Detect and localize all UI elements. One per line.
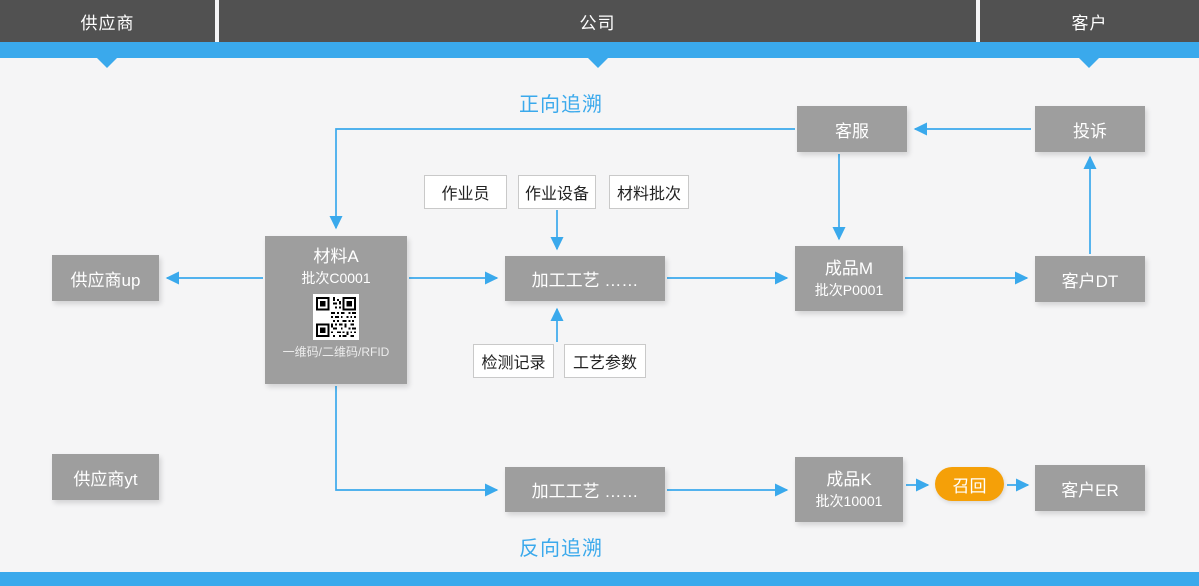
node-title: 成品K (826, 469, 872, 489)
caption-forward-trace: 正向追溯 (519, 94, 603, 116)
node-complaint[interactable]: 投诉 (1035, 106, 1145, 152)
node-label: 客户ER (1061, 480, 1119, 500)
header-segment-company[interactable]: 公司 (219, 0, 976, 42)
connector-lines (165, 122, 1097, 497)
node-label: 加工工艺 …… (531, 482, 639, 501)
node-customer-dt[interactable]: 客户DT (1035, 256, 1145, 302)
node-batch: 批次C0001 (301, 270, 371, 286)
node-label: 供应商yt (73, 469, 138, 489)
attr-equipment[interactable]: 作业设备 (518, 175, 596, 209)
node-customer-service[interactable]: 客服 (797, 106, 907, 152)
node-code-types: 一维码/二维码/RFID (282, 345, 390, 359)
footer-accent-bar (0, 572, 1199, 586)
node-label: 客户DT (1061, 271, 1119, 291)
pointer-triangle-company-icon (588, 58, 608, 68)
node-supplier-yt[interactable]: 供应商yt (52, 454, 159, 500)
node-process-bottom[interactable]: 加工工艺 …… (505, 467, 665, 512)
attr-label: 工艺参数 (572, 355, 637, 372)
attr-label: 材料批次 (616, 186, 681, 203)
node-label: 加工工艺 …… (531, 271, 639, 290)
node-title: 成品M (824, 258, 874, 278)
header-segment-label: 客户 (1071, 13, 1108, 33)
header-accent-bar (0, 42, 1199, 58)
header-segment-supplier[interactable]: 供应商 (0, 0, 215, 42)
attr-label: 检测记录 (481, 355, 546, 372)
node-supplier-up[interactable]: 供应商up (52, 255, 159, 301)
pointer-triangle-customer-icon (1079, 58, 1099, 68)
attr-label: 作业员 (441, 186, 490, 203)
qr-code-icon (313, 294, 359, 340)
header-bar: 供应商 公司 客户 (0, 0, 1199, 42)
node-batch: 批次10001 (815, 492, 883, 509)
node-material-a[interactable]: 材料A 批次C0001 (265, 236, 407, 384)
attr-label: 作业设备 (524, 186, 589, 203)
node-label: 供应商up (70, 270, 141, 290)
pointer-triangle-supplier-icon (97, 58, 117, 68)
node-customer-er[interactable]: 客户ER (1035, 465, 1145, 511)
header-segment-customer[interactable]: 客户 (980, 0, 1199, 42)
badge-recall[interactable]: 召回 (935, 467, 1004, 501)
node-batch: 批次P0001 (814, 281, 884, 298)
attr-operator[interactable]: 作业员 (424, 175, 507, 209)
diagram-canvas: 正向追溯 反向追溯 供应商up 供应商yt 材料A 批次C0001 (0, 58, 1199, 572)
attr-material-batch[interactable]: 材料批次 (609, 175, 689, 209)
badge-label: 召回 (952, 476, 987, 496)
node-process-top[interactable]: 加工工艺 …… (505, 256, 665, 301)
attr-inspection-record[interactable]: 检测记录 (473, 344, 554, 378)
node-product-k[interactable]: 成品K 批次10001 (795, 457, 903, 522)
header-segment-label: 公司 (579, 13, 616, 33)
attr-process-params[interactable]: 工艺参数 (564, 344, 646, 378)
header-segment-label: 供应商 (80, 13, 135, 33)
node-product-m[interactable]: 成品M 批次P0001 (795, 246, 903, 311)
node-title: 材料A (313, 247, 359, 266)
node-label: 客服 (835, 121, 869, 141)
node-label: 投诉 (1073, 121, 1107, 141)
caption-reverse-trace: 反向追溯 (519, 538, 603, 560)
